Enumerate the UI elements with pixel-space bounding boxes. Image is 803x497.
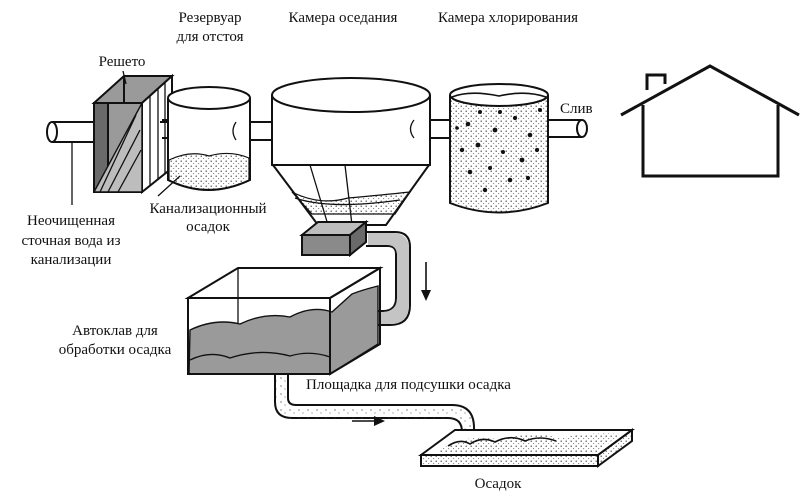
inlet-pipe	[46, 121, 98, 143]
drying-bed	[417, 428, 636, 468]
screen	[91, 73, 175, 195]
label-sewage-sludge-1: Канализационный	[149, 201, 266, 217]
label-screen: Решето	[99, 54, 146, 70]
label-drain: Слив	[560, 101, 593, 117]
label-sewage-sludge-2: осадок	[186, 219, 231, 235]
label-autoclave-1: Автоклав для	[72, 323, 158, 339]
label-drying-bed: Площадка для подсушки осадка	[306, 377, 511, 393]
label-settling-tank-1: Резервуар	[178, 10, 241, 26]
screen-leader	[122, 70, 127, 85]
label-chlorination-chamber: Камера хлорирования	[438, 10, 578, 26]
settling-tank	[167, 86, 251, 191]
label-raw-sewage-1: Неочищенная	[27, 213, 115, 229]
label-raw-sewage-2: сточная вода из	[21, 233, 120, 249]
sludge-leader	[157, 175, 181, 197]
chlorination-chamber	[449, 83, 549, 214]
label-raw-sewage-3: канализации	[31, 252, 112, 268]
label-autoclave-2: обработки осадка	[59, 342, 172, 358]
drying-pipe	[274, 374, 475, 450]
arrow-right-icon	[352, 416, 385, 426]
sedimentation-chamber	[271, 77, 431, 258]
label-settling-tank-2: для отстоя	[177, 29, 244, 45]
label-sedimentation-chamber: Камера оседания	[289, 10, 398, 26]
label-sediment: Осадок	[475, 476, 522, 492]
autoclave	[184, 266, 384, 376]
house-icon	[620, 64, 800, 178]
arrow-down-icon	[421, 262, 431, 301]
